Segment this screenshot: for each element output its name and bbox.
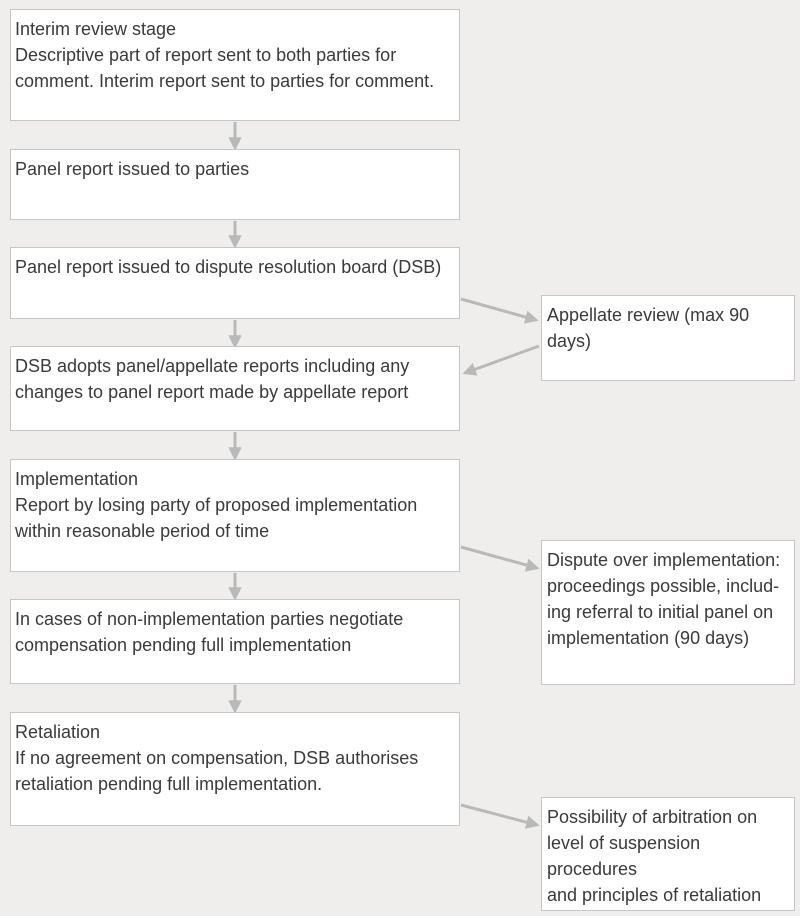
step-interim-review: Interim review stage Descriptive part of… xyxy=(10,9,460,121)
step-panel-report-parties: Panel report issued to parties xyxy=(10,149,460,220)
step-dsb-adopts: DSB adopts panel/appellate reports inclu… xyxy=(10,346,460,431)
side-appellate-review: Appellate review (max 90 days) xyxy=(541,295,795,381)
side-dispute-over-implementation: Dispute over implementation: proceedings… xyxy=(541,540,795,685)
arrow-implementation-to-dispute xyxy=(460,545,540,572)
step-non-implementation: In cases of non-implementation parties n… xyxy=(10,599,460,684)
step-panel-report-dsb: Panel report issued to dispute resolutio… xyxy=(10,247,460,319)
arrow-appellate-to-adopt xyxy=(462,344,540,376)
arrow-dsb-to-appellate xyxy=(460,297,539,324)
side-arbitration: Possibility of arbitration on level of s… xyxy=(541,797,795,911)
arrow-retaliation-to-arbitration xyxy=(460,803,540,829)
step-implementation: Implementation Report by losing party of… xyxy=(10,459,460,572)
step-retaliation: Retaliation If no agreement on compensat… xyxy=(10,712,460,826)
